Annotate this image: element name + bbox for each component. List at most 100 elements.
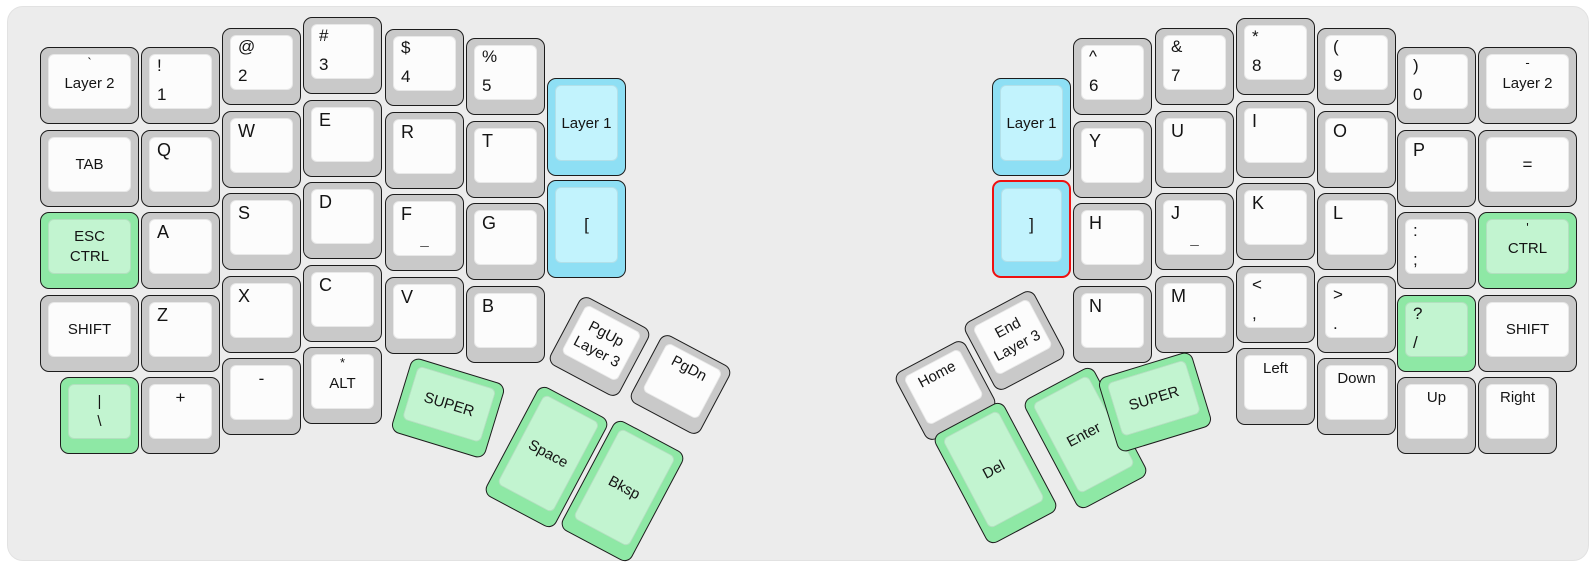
key-label-group: = [1487, 138, 1568, 191]
key-rparen-0[interactable]: )0 [1397, 47, 1476, 124]
key-label: 8 [1252, 56, 1262, 76]
key-x[interactable]: X [222, 276, 301, 353]
key-label: 7 [1171, 66, 1181, 86]
key-label: ^ [1089, 47, 1097, 66]
key-gt-period[interactable]: >. [1317, 276, 1396, 353]
key-shift-right[interactable]: SHIFT [1478, 295, 1577, 372]
key-arrow-down[interactable]: Down [1317, 358, 1396, 435]
key-u[interactable]: U [1155, 111, 1234, 188]
key-m[interactable]: M [1155, 276, 1234, 353]
key-super-right[interactable]: SUPER [1096, 350, 1214, 454]
key-layer2-left[interactable]: `Layer 2 [40, 47, 139, 124]
key-w[interactable]: W [222, 111, 301, 188]
key-caret-6[interactable]: ^6 [1073, 38, 1152, 115]
key-a[interactable]: A [141, 212, 220, 289]
key-super-left[interactable]: SUPER [389, 356, 507, 460]
key-left-bracket[interactable]: [ [547, 180, 626, 278]
key-right-bracket[interactable]: ] [992, 180, 1071, 278]
key-q[interactable]: Q [141, 130, 220, 207]
keycap-top: K [1244, 190, 1307, 245]
keycap-top: ^6 [1081, 45, 1144, 100]
key-v[interactable]: V [385, 277, 464, 354]
keycap-top: J_ [1163, 200, 1226, 255]
key-arrow-right[interactable]: Right [1478, 377, 1557, 454]
key-label: 3 [319, 55, 329, 75]
key-label: $ [401, 38, 411, 57]
key-label: 5 [482, 76, 492, 96]
key-label: W [238, 121, 255, 141]
key-label: SHIFT [67, 321, 112, 338]
key-label-group: SHIFT [49, 303, 130, 356]
key-e[interactable]: E [303, 100, 382, 177]
key-label-group: P [1406, 138, 1467, 191]
key-f-homing[interactable]: F_ [385, 194, 464, 271]
keycap-top: R [393, 119, 456, 174]
key-t[interactable]: T [466, 121, 545, 198]
key-g[interactable]: G [466, 203, 545, 280]
key-minus-layer2[interactable]: -Layer 2 [1478, 47, 1577, 124]
key-o[interactable]: O [1317, 111, 1396, 188]
key-h[interactable]: H [1073, 203, 1152, 280]
key-d[interactable]: D [303, 182, 382, 259]
key-label-group: Q [150, 138, 211, 191]
key-colon-semicolon[interactable]: :; [1397, 212, 1476, 289]
key-at-2[interactable]: @2 [222, 28, 301, 105]
key-tab[interactable]: TAB [40, 130, 139, 207]
key-label-group: $4 [394, 37, 455, 90]
key-label: F [401, 204, 412, 224]
key-percent-5[interactable]: %5 [466, 38, 545, 115]
key-quote-ctrl[interactable]: 'CTRL [1478, 212, 1577, 289]
key-l[interactable]: L [1317, 193, 1396, 270]
key-label-group: V [394, 285, 455, 338]
key-lparen-9[interactable]: (9 [1317, 28, 1396, 105]
key-arrow-up[interactable]: Up [1397, 377, 1476, 454]
keycap-top: $4 [393, 36, 456, 91]
keycap-top: )0 [1405, 54, 1468, 109]
key-dollar-4[interactable]: $4 [385, 29, 464, 106]
key-i[interactable]: I [1236, 101, 1315, 178]
key-label-group: >. [1326, 284, 1387, 337]
key-z[interactable]: Z [141, 295, 220, 372]
key-plus[interactable]: + [141, 377, 220, 454]
key-label-group: G [475, 211, 536, 264]
keycap-top: Layer 1 [1000, 85, 1063, 161]
key-label-group: I [1245, 109, 1306, 162]
key-minus[interactable]: - [222, 358, 301, 435]
key-label: 6 [1089, 76, 1099, 96]
key-question-slash[interactable]: ?/ [1397, 295, 1476, 372]
key-label-group: [ [556, 188, 617, 262]
keycap-top: @2 [230, 35, 293, 90]
key-label-group: + [150, 385, 211, 438]
key-label: ? [1413, 304, 1423, 323]
key-pipe-backslash[interactable]: |\ [60, 377, 139, 454]
key-label: ! [157, 56, 162, 75]
key-layer1-left[interactable]: Layer 1 [547, 78, 626, 176]
key-equals[interactable]: = [1478, 130, 1577, 207]
key-star-8[interactable]: *8 [1236, 18, 1315, 95]
key-j-homing[interactable]: J_ [1155, 193, 1234, 270]
key-lt-comma[interactable]: <, [1236, 266, 1315, 343]
key-c[interactable]: C [303, 265, 382, 342]
key-k[interactable]: K [1236, 183, 1315, 260]
key-amp-7[interactable]: &7 [1155, 28, 1234, 105]
key-star-alt[interactable]: *ALT [303, 347, 382, 424]
key-layer1-right[interactable]: Layer 1 [992, 78, 1071, 176]
key-n[interactable]: N [1073, 286, 1152, 363]
key-p[interactable]: P [1397, 130, 1476, 207]
key-s[interactable]: S [222, 193, 301, 270]
key-shift-left[interactable]: SHIFT [40, 295, 139, 372]
key-b[interactable]: B [466, 286, 545, 363]
key-r[interactable]: R [385, 112, 464, 189]
key-hash-3[interactable]: #3 [303, 17, 382, 94]
key-y[interactable]: Y [1073, 121, 1152, 198]
key-label: \ [97, 412, 102, 430]
key-label: M [1171, 286, 1186, 306]
key-arrow-left[interactable]: Left [1236, 348, 1315, 425]
key-label: > [1333, 285, 1343, 304]
key-label-group: `Layer 2 [49, 55, 130, 108]
key-excl-1[interactable]: !1 [141, 47, 220, 124]
